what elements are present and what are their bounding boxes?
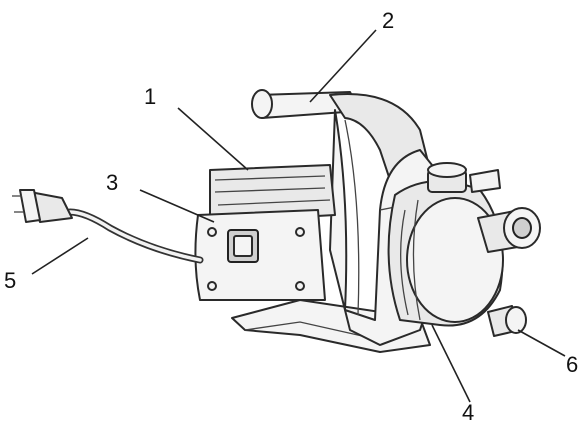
leader-line-3 — [139, 189, 215, 223]
callout-4: 4 — [462, 400, 474, 425]
callout-2: 2 — [382, 8, 394, 33]
leader-line-6 — [517, 329, 566, 357]
callout-1: 1 — [144, 84, 156, 109]
outlet-connector — [477, 207, 541, 253]
leader-line-2 — [309, 29, 377, 103]
drain-connector — [487, 305, 527, 337]
callout-5: 5 — [4, 268, 16, 293]
leader-line-5 — [31, 237, 89, 275]
leader-line-4 — [431, 324, 471, 403]
power-cable — [66, 208, 204, 264]
motor-block — [209, 164, 336, 223]
priming-plug — [427, 162, 501, 193]
switch-box — [194, 209, 326, 301]
callout-3: 3 — [106, 170, 118, 195]
pump-chamber — [387, 180, 504, 327]
callout-6: 6 — [566, 352, 578, 377]
leader-line-1 — [177, 107, 249, 171]
power-plug — [12, 189, 73, 223]
